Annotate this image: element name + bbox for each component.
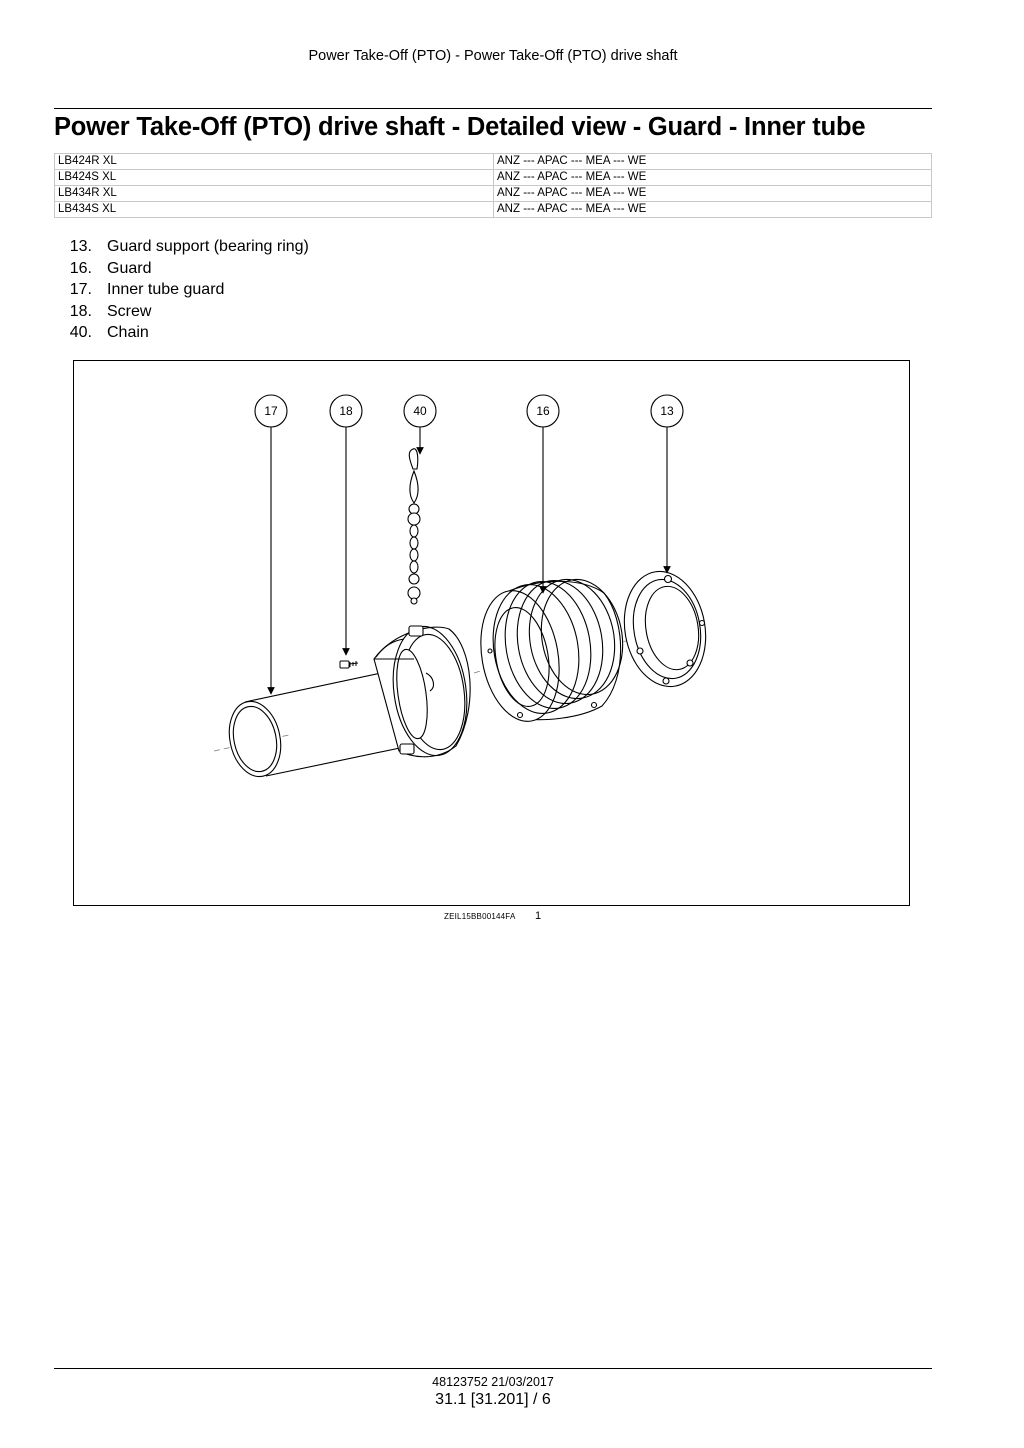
list-item: 13. Guard support (bearing ring) bbox=[54, 236, 309, 258]
table-row: LB424R XL ANZ --- APAC --- MEA --- WE bbox=[54, 153, 932, 170]
figure-number: 1 bbox=[535, 910, 542, 922]
part-number: 13. bbox=[69, 238, 92, 255]
svg-text:13: 13 bbox=[660, 404, 674, 418]
running-header: Power Take-Off (PTO) - Power Take-Off (P… bbox=[308, 48, 678, 64]
svg-text:40: 40 bbox=[413, 404, 427, 418]
part-number: 17. bbox=[69, 281, 92, 298]
model-applicability-table: LB424R XL ANZ --- APAC --- MEA --- WE LB… bbox=[54, 153, 932, 218]
guard-support-ring-part bbox=[623, 570, 707, 688]
regions-cell: ANZ --- APAC --- MEA --- WE bbox=[493, 185, 932, 202]
guard-part bbox=[480, 578, 624, 722]
regions-cell: ANZ --- APAC --- MEA --- WE bbox=[493, 169, 932, 186]
part-number: 40. bbox=[69, 324, 92, 341]
svg-text:17: 17 bbox=[264, 404, 278, 418]
svg-text:16: 16 bbox=[536, 404, 550, 418]
parts-list: 13. Guard support (bearing ring) 16. Guard… bbox=[54, 236, 309, 344]
part-number: 18. bbox=[69, 302, 92, 320]
callout-18: 18 bbox=[329, 394, 363, 428]
regions-cell: ANZ --- APAC --- MEA --- WE bbox=[493, 201, 932, 218]
flange-part bbox=[373, 625, 471, 758]
list-item: 18. Screw bbox=[54, 301, 309, 323]
screw-part bbox=[339, 660, 359, 669]
table-row: LB434S XL ANZ --- APAC --- MEA --- WE bbox=[54, 201, 932, 218]
part-label: Guard bbox=[107, 259, 152, 277]
table-row: LB424S XL ANZ --- APAC --- MEA --- WE bbox=[54, 169, 932, 186]
inner-tube-guard-part bbox=[228, 665, 420, 778]
part-label: Inner tube guard bbox=[107, 281, 225, 298]
callout-17: 17 bbox=[254, 394, 288, 428]
svg-text:18: 18 bbox=[339, 404, 353, 418]
title-rule bbox=[54, 108, 932, 109]
footer-rule bbox=[54, 1368, 932, 1369]
page-title: Power Take-Off (PTO) drive shaft - Detai… bbox=[54, 113, 866, 141]
footer-page-number: 31.1 [31.201] / 6 bbox=[435, 1391, 551, 1408]
model-cell: LB424S XL bbox=[54, 169, 494, 186]
part-number: 16. bbox=[69, 259, 92, 277]
model-cell: LB424R XL bbox=[54, 153, 494, 170]
chain-part bbox=[407, 448, 421, 605]
model-cell: LB434R XL bbox=[54, 185, 494, 202]
list-item: 40. Chain bbox=[54, 322, 309, 344]
regions-cell: ANZ --- APAC --- MEA --- WE bbox=[493, 153, 932, 170]
callout-40: 40 bbox=[403, 394, 437, 428]
callout-16: 16 bbox=[526, 394, 560, 428]
exploded-view-drawing: 17 18 40 16 13 bbox=[213, 394, 707, 778]
part-label: Chain bbox=[107, 324, 149, 341]
leader-lines bbox=[267, 427, 671, 695]
model-cell: LB434S XL bbox=[54, 201, 494, 218]
part-label: Screw bbox=[107, 302, 152, 320]
figure-caption: ZEIL15BB00144FA bbox=[444, 912, 516, 921]
list-item: 17. Inner tube guard bbox=[54, 279, 309, 301]
exploded-view-figure: 17 18 40 16 13 bbox=[73, 360, 910, 906]
footer-document-id: 48123752 21/03/2017 bbox=[432, 1375, 554, 1389]
list-item: 16. Guard bbox=[54, 258, 309, 280]
callout-13: 13 bbox=[650, 394, 684, 428]
table-row: LB434R XL ANZ --- APAC --- MEA --- WE bbox=[54, 185, 932, 202]
part-label: Guard support (bearing ring) bbox=[107, 238, 309, 255]
